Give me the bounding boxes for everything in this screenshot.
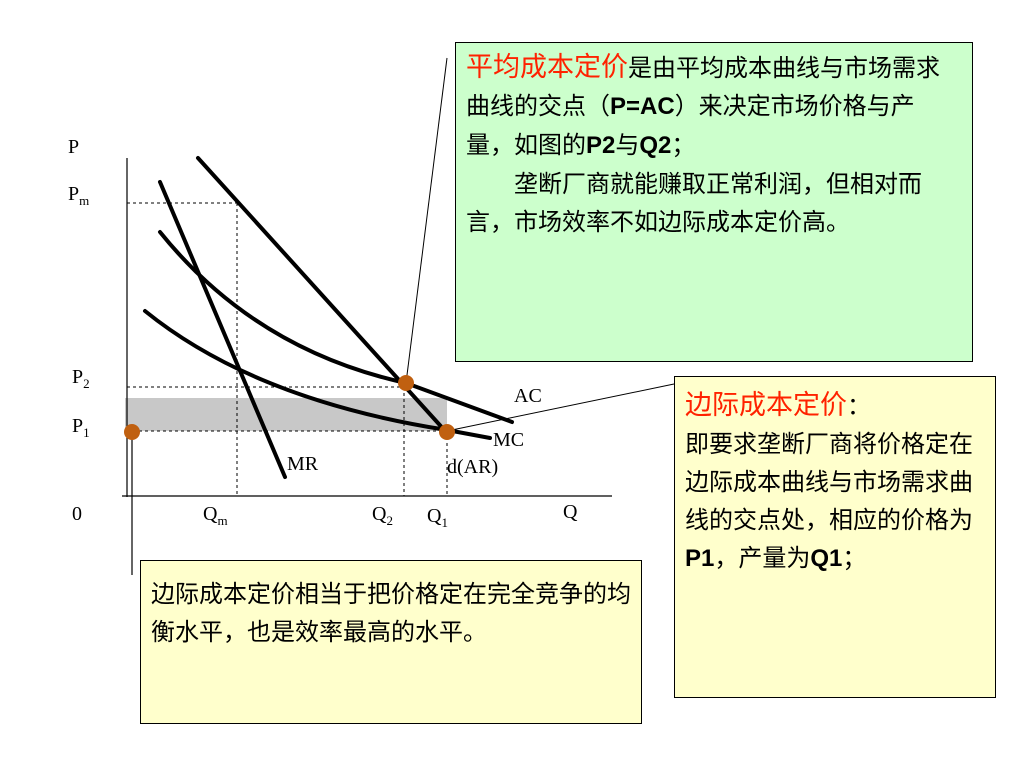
guide-lines	[127, 202, 448, 496]
marginal-text-3: ；	[842, 544, 867, 572]
p1-ref: P1	[685, 545, 715, 572]
avg-cost-pricing-title: 平均成本定价	[466, 52, 628, 83]
origin-label: 0	[72, 503, 82, 525]
mc-demand-point	[439, 424, 455, 440]
p2-ref: P2	[586, 132, 616, 159]
avg-cost-pricing-box: 平均成本定价是由平均成本曲线与市场需求曲线的交点（P=AC）来决定市场价格与产量…	[455, 42, 973, 362]
mc-label: MC	[493, 429, 524, 451]
marginal-text-1: 即要求垄断厂商将价格定在边际成本曲线与市场需求曲线的交点处，相应的价格为	[685, 430, 973, 534]
marginal-title-colon: ：	[847, 392, 871, 420]
q1-label: Q1	[427, 505, 448, 530]
mr-label: MR	[287, 453, 319, 475]
p1-axis-point	[124, 424, 140, 440]
avg-cost-text-5: 垄断厂商就能赚取正常利润，但相对而言，市场效率不如边际成本定价高。	[466, 170, 922, 236]
callout-line-marginal	[446, 383, 675, 432]
avg-cost-text-3: 与	[615, 131, 640, 159]
p-axis-label: P	[68, 136, 79, 158]
marginal-cost-pricing-title: 边际成本定价	[685, 390, 847, 421]
avg-cost-text-1: 是由平均成本曲线与市场需求曲线的交点（	[466, 54, 940, 120]
efficiency-note-box: 边际成本定价相当于把价格定在完全竞争的均衡水平，也是效率最高的水平。	[140, 560, 642, 724]
p1-label: P1	[72, 415, 90, 440]
q1-ref: Q1	[810, 545, 843, 572]
avg-cost-text-2: ）来决定市场价格与产量，如图的	[466, 92, 915, 159]
q2-label: Q2	[372, 503, 393, 528]
shaded-band	[125, 398, 447, 431]
callout-line-avg	[405, 57, 448, 384]
p-equals-ac: P=AC	[610, 93, 675, 120]
qm-label: Qm	[203, 503, 228, 528]
mc-curve	[143, 309, 492, 440]
demand-curve	[196, 156, 449, 435]
efficiency-note-text: 边际成本定价相当于把价格定在完全竞争的均衡水平，也是效率最高的水平。	[151, 580, 631, 646]
q-axis-label: Q	[563, 501, 578, 523]
ac-demand-point	[398, 375, 414, 391]
q2-ref: Q2	[639, 132, 672, 159]
ac-curve	[158, 230, 514, 424]
p2-label: P2	[72, 366, 90, 391]
mr-curve	[158, 180, 287, 479]
marginal-text-2: ，产量为	[714, 544, 811, 572]
ac-label: AC	[514, 385, 542, 407]
demand-label: d(AR)	[447, 456, 498, 478]
marginal-cost-pricing-box: 边际成本定价： 即要求垄断厂商将价格定在边际成本曲线与市场需求曲线的交点处，相应的…	[674, 376, 996, 698]
pm-label: Pm	[68, 183, 89, 208]
avg-cost-text-4: ；	[671, 131, 696, 159]
